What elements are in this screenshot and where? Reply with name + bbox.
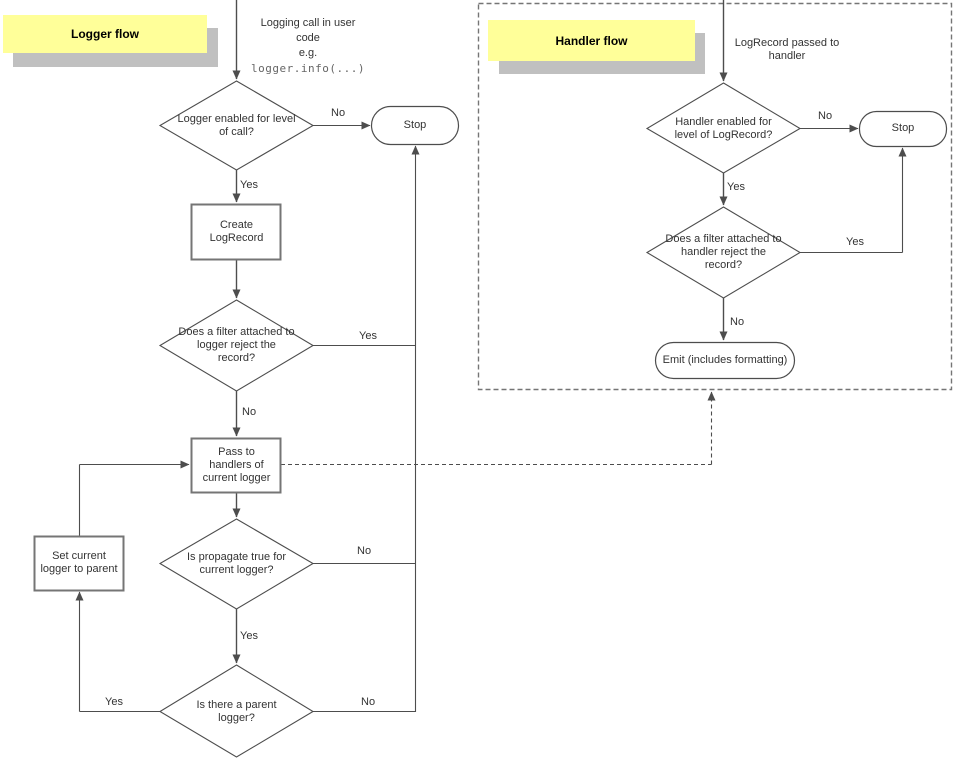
edge-label-parent-yes: Yes [105, 696, 123, 708]
node-create-logrecord: Create LogRecord [209, 218, 264, 244]
edge-label-parent-no: No [361, 696, 376, 708]
process-create-logrecord [190, 203, 282, 261]
entry-line: code [296, 32, 320, 44]
node-propagate-check: Is propagate true for current logger? [186, 550, 287, 576]
entry-line: Logging call in user [260, 17, 356, 29]
edge-label-propagate-yes: Yes [240, 630, 258, 642]
edge-label-filter-yes: Yes [359, 330, 377, 342]
edge-label-handler-filter-yes: Yes [846, 236, 864, 248]
handler-entry-annotation: LogRecord passed to handler [734, 37, 840, 62]
terminator-logger-stop [370, 105, 460, 146]
terminator-handler-stop [858, 110, 948, 148]
edge-label-level-no: No [331, 107, 346, 119]
node-logger-stop: Stop [403, 118, 427, 131]
edge-label-handler-level-yes: Yes [727, 181, 745, 193]
entry-code-snippet: logger.info(...) [251, 62, 365, 75]
node-parent-check: Is there a parent logger? [196, 698, 277, 724]
node-handler-level-check: Handler enabled for level of LogRecord? [674, 115, 773, 141]
diamond-logger-level-check [158, 80, 315, 171]
process-pass-handlers [190, 437, 282, 494]
process-set-parent [33, 535, 125, 592]
diamond-parent-check [158, 664, 315, 758]
edge-label-handler-filter-no: No [730, 316, 745, 328]
logger-entry-annotation: Logging call in user code e.g. logger.in… [243, 16, 373, 76]
handler-flow-frame [477, 2, 953, 391]
edge-label-propagate-no: No [357, 545, 372, 557]
edge-label-filter-no: No [242, 406, 257, 418]
diamond-logger-filter-check [158, 299, 315, 392]
entry-line: e.g. [298, 47, 318, 59]
handler-flow-connectors [719, 0, 907, 341]
logger-flow-note: Logger flow [3, 15, 207, 53]
diamond-propagate-check [158, 518, 315, 610]
node-handler-stop: Stop [891, 122, 915, 134]
handler-flow-note: Handler flow [488, 20, 695, 61]
node-set-parent: Set current logger to parent [40, 550, 118, 575]
logger-flow-connectors [75, 0, 716, 713]
diamond-handler-filter-check [645, 206, 802, 299]
node-handler-filter-check: Does a filter attached to handler reject… [665, 233, 782, 271]
node-pass-handlers: Pass to handlers of current logger [202, 445, 271, 484]
edge-label-handler-level-no: No [818, 110, 833, 122]
node-logger-filter-check: Does a filter attached to logger reject … [178, 326, 295, 364]
terminator-emit [654, 341, 796, 380]
node-logger-level-check: Logger enabled for level of call? [177, 112, 296, 138]
edge-label-level-yes: Yes [240, 179, 258, 191]
diamond-handler-level-check [645, 82, 802, 174]
node-emit: Emit (includes formatting) [662, 353, 788, 366]
